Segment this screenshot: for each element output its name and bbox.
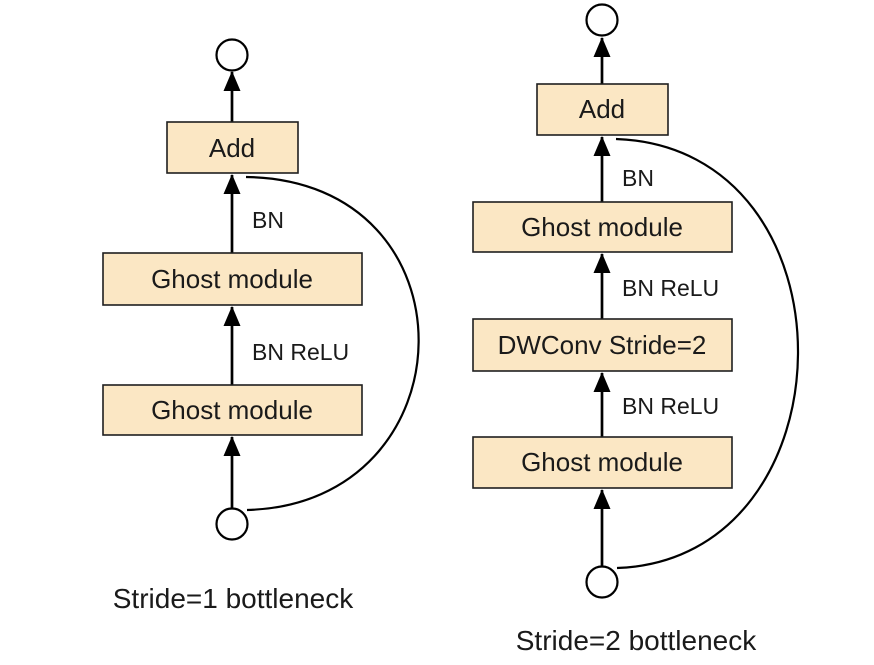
add-node-label: Add (579, 94, 625, 124)
ghost-module-top-node (472, 201, 733, 253)
ghost-module-bottom-label: Ghost module (521, 447, 683, 477)
stride1-bottleneck-diagram: Add Ghost module Ghost module BN BN ReLU… (102, 38, 420, 614)
bn-relu-top-edge-label: BN ReLU (622, 275, 719, 301)
output-terminal (585, 3, 619, 37)
skip-connection-curve (245, 175, 420, 512)
bn-relu-edge-label: BN ReLU (252, 339, 349, 365)
input-terminal (215, 507, 249, 541)
stride2-bottleneck-diagram: Add Ghost module DWConv Stride=2 Ghost m… (472, 3, 800, 656)
stride1-caption: Stride=1 bottleneck (113, 583, 354, 614)
ghost-module-top-label: Ghost module (521, 212, 683, 242)
stride2-caption: Stride=2 bottleneck (516, 625, 757, 656)
add-node (166, 121, 299, 174)
dwconv-node (472, 318, 733, 372)
ghost-module-bottom-label: Ghost module (151, 395, 313, 425)
ghost-module-bottom-node (472, 436, 733, 489)
ghost-module-bottom-node (102, 384, 363, 436)
ghost-module-top-node (102, 252, 363, 306)
ghost-module-top-label: Ghost module (151, 264, 313, 294)
dwconv-node-label: DWConv Stride=2 (498, 330, 707, 360)
bn-relu-bottom-edge-label: BN ReLU (622, 393, 719, 419)
skip-connection-curve (615, 137, 800, 570)
output-terminal (215, 38, 249, 72)
add-node-label: Add (209, 133, 255, 163)
bn-edge-label: BN (622, 165, 654, 191)
add-node (536, 83, 669, 136)
bn-edge-label: BN (252, 207, 284, 233)
input-terminal (585, 565, 619, 599)
